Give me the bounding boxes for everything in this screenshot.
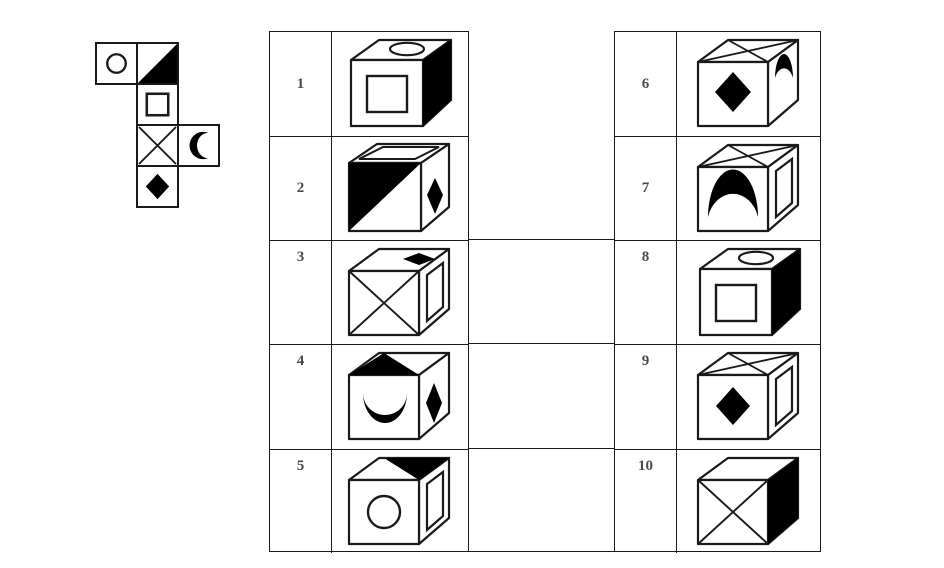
table-row[interactable]: 2 [270,136,468,240]
cube-8 [677,241,820,344]
table-row[interactable]: 9 [615,344,820,449]
cube-5 [332,450,468,553]
row-number-cell: 1 [270,32,332,136]
row-number-cell: 6 [615,32,677,136]
row-number: 7 [641,180,650,196]
row-number-cell: 4 [270,345,332,449]
row-number-cell: 2 [270,137,332,240]
table-row[interactable]: 8 [615,240,820,344]
left-cube-table: 1 2 [269,31,469,553]
cube-2 [332,137,468,240]
gap-divider-3 [469,448,614,449]
table-row[interactable]: 10 [615,449,820,553]
net-cell-cross [136,124,179,167]
net-cell-triangle [136,42,179,85]
table-row[interactable]: 5 [270,449,468,553]
row-number: 9 [641,353,650,369]
row-number: 6 [641,75,650,92]
gap-divider-4 [469,551,614,552]
cube-1 [332,32,468,136]
row-number-cell: 9 [615,345,677,449]
cube-10 [677,450,820,553]
cube-7 [677,137,820,240]
row-number-cell: 10 [615,450,677,553]
table-row[interactable]: 6 [615,32,820,136]
cube-6 [677,32,820,136]
net-cell-circle [95,42,138,85]
cube-3 [332,241,468,344]
row-number-cell: 5 [270,450,332,553]
gap-divider-2 [469,343,614,344]
cube-9 [677,345,820,449]
row-number-cell: 3 [270,241,332,344]
table-row[interactable]: 1 [270,32,468,136]
cube-4 [332,345,468,449]
table-row[interactable]: 7 [615,136,820,240]
cube-net [95,42,225,232]
net-cell-square [136,83,179,126]
row-number: 1 [296,75,305,92]
net-cell-diamond [136,165,179,208]
gap-divider-1 [469,239,614,240]
row-number-cell: 8 [615,241,677,344]
right-cube-table: 6 7 [614,31,821,553]
net-cell-crescent [177,124,220,167]
row-number: 8 [641,249,650,265]
row-number: 2 [296,180,305,196]
row-number: 3 [296,249,305,265]
row-number-cell: 7 [615,137,677,240]
table-row[interactable]: 3 [270,240,468,344]
table-row[interactable]: 4 [270,344,468,449]
row-number: 10 [638,458,653,474]
row-number: 4 [296,353,305,369]
row-number: 5 [296,458,305,474]
